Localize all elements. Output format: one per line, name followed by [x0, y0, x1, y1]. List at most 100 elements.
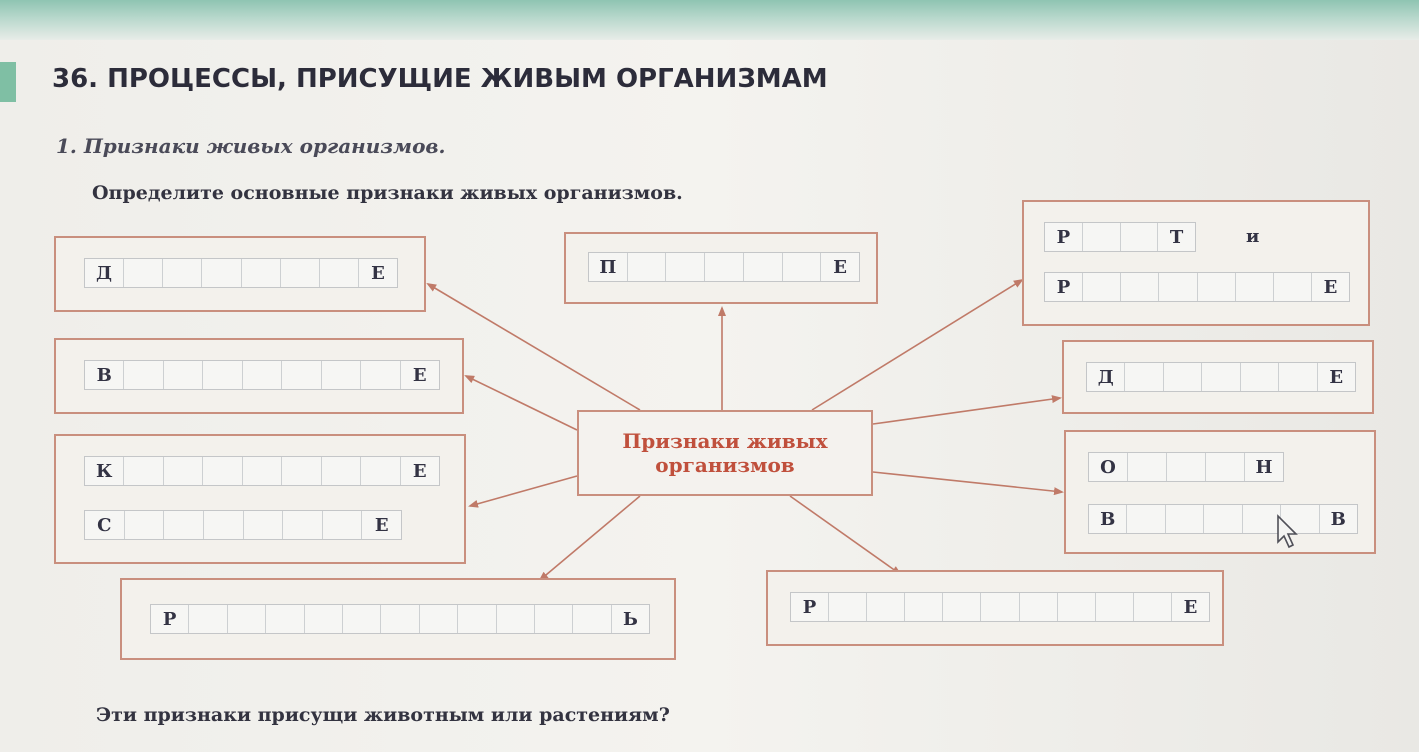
cell[interactable]: [323, 511, 363, 539]
cell[interactable]: [1096, 593, 1134, 621]
cell[interactable]: [322, 361, 362, 389]
cell[interactable]: [905, 593, 944, 621]
answer-cells-k-e-left[interactable]: К Е: [84, 456, 440, 486]
cell[interactable]: [361, 361, 401, 389]
answer-cells-p-e-top[interactable]: П Е: [588, 252, 860, 282]
answer-cells-v-e-left[interactable]: В Е: [84, 360, 440, 390]
cell[interactable]: [1206, 453, 1245, 481]
cell[interactable]: [1279, 363, 1318, 391]
cell[interactable]: [573, 605, 612, 633]
cell[interactable]: [163, 259, 203, 287]
center-card: Признаки живых организмов: [577, 410, 873, 496]
cell[interactable]: [202, 259, 242, 287]
cell[interactable]: [322, 457, 362, 485]
cell[interactable]: [420, 605, 459, 633]
cell[interactable]: [124, 361, 164, 389]
cell[interactable]: [164, 511, 204, 539]
answer-cells-s-e-left[interactable]: С Е: [84, 510, 402, 540]
cell[interactable]: [1121, 223, 1159, 251]
cell[interactable]: [1274, 273, 1312, 301]
cell-last: В: [1330, 508, 1346, 530]
cell[interactable]: [666, 253, 706, 281]
center-label: Признаки живых организмов: [622, 429, 828, 477]
cell[interactable]: [320, 259, 359, 287]
cell[interactable]: [164, 361, 204, 389]
cell[interactable]: [124, 259, 164, 287]
answer-cells-r-e-bottom[interactable]: Р Е: [790, 592, 1210, 622]
cell[interactable]: [744, 253, 783, 281]
cell[interactable]: [497, 605, 535, 633]
cell[interactable]: [1202, 363, 1241, 391]
cell-first: С: [85, 511, 125, 539]
cell[interactable]: [1127, 505, 1166, 533]
cell[interactable]: [1204, 505, 1243, 533]
cell[interactable]: [204, 511, 244, 539]
cell[interactable]: [243, 361, 283, 389]
answer-cells-r-t-right[interactable]: Р Т: [1044, 222, 1196, 252]
arrow-to-r-right: [811, 278, 1024, 411]
cell[interactable]: [1236, 273, 1274, 301]
answer-cells-d-e-right[interactable]: Д Е: [1086, 362, 1356, 392]
cell[interactable]: [458, 605, 497, 633]
cell[interactable]: [1241, 363, 1280, 391]
cell[interactable]: [125, 511, 165, 539]
cell[interactable]: [1020, 593, 1058, 621]
cell-first: В: [85, 361, 125, 389]
cell[interactable]: [282, 361, 322, 389]
cell[interactable]: [242, 259, 281, 287]
cell[interactable]: [535, 605, 574, 633]
cell[interactable]: [628, 253, 667, 281]
cell[interactable]: [281, 259, 320, 287]
cell[interactable]: [228, 605, 267, 633]
cell[interactable]: [164, 457, 204, 485]
answer-cells-o-n-right[interactable]: О Н: [1088, 452, 1284, 482]
cell[interactable]: [1159, 273, 1198, 301]
cell[interactable]: [124, 457, 164, 485]
cell[interactable]: [1125, 363, 1164, 391]
cell-last: Т: [1169, 226, 1184, 248]
cell[interactable]: [1083, 223, 1121, 251]
card-p-e-top: П Е: [564, 232, 878, 304]
cell[interactable]: [203, 457, 243, 485]
cell[interactable]: [1058, 593, 1096, 621]
cell[interactable]: [361, 457, 401, 485]
cell[interactable]: [1281, 505, 1320, 533]
cell[interactable]: [305, 605, 343, 633]
card-d-e-right: Д Е: [1062, 340, 1374, 414]
cell[interactable]: [1164, 363, 1203, 391]
answer-cells-v-v-right[interactable]: В В: [1088, 504, 1358, 534]
cell[interactable]: [867, 593, 906, 621]
cell[interactable]: [1121, 273, 1160, 301]
cell[interactable]: [381, 605, 420, 633]
answer-cells-r-soft-bottom[interactable]: Р Ь: [150, 604, 650, 634]
cell[interactable]: [283, 511, 323, 539]
cell[interactable]: [1134, 593, 1172, 621]
question-text: Эти признаки присущи животным или растен…: [96, 704, 670, 726]
cell[interactable]: [783, 253, 822, 281]
cell-first: Д: [1087, 363, 1126, 391]
cell-first: Р: [1045, 273, 1084, 301]
cell[interactable]: [243, 457, 283, 485]
cell[interactable]: [282, 457, 322, 485]
cell[interactable]: [244, 511, 284, 539]
arrow-to-d-e-left: [426, 282, 641, 411]
cell[interactable]: [203, 361, 243, 389]
answer-cells-r-e-right[interactable]: Р Е: [1044, 272, 1350, 302]
cell[interactable]: [189, 605, 228, 633]
cell[interactable]: [1166, 505, 1205, 533]
answer-cells-d-e-left[interactable]: Д Е: [84, 258, 398, 288]
cell[interactable]: [343, 605, 382, 633]
card-k-s-left: К Е С Е: [54, 434, 466, 564]
cell[interactable]: [1198, 273, 1236, 301]
cell[interactable]: [981, 593, 1020, 621]
cell[interactable]: [1167, 453, 1206, 481]
cell[interactable]: [829, 593, 868, 621]
card-r-e-bottom: Р Е: [766, 570, 1224, 646]
cell-first: Р: [1045, 223, 1083, 251]
cell[interactable]: [266, 605, 305, 633]
cell[interactable]: [1128, 453, 1167, 481]
cell-last: Е: [1323, 276, 1338, 298]
cell[interactable]: [705, 253, 744, 281]
cell[interactable]: [1083, 273, 1122, 301]
cell[interactable]: [943, 593, 982, 621]
